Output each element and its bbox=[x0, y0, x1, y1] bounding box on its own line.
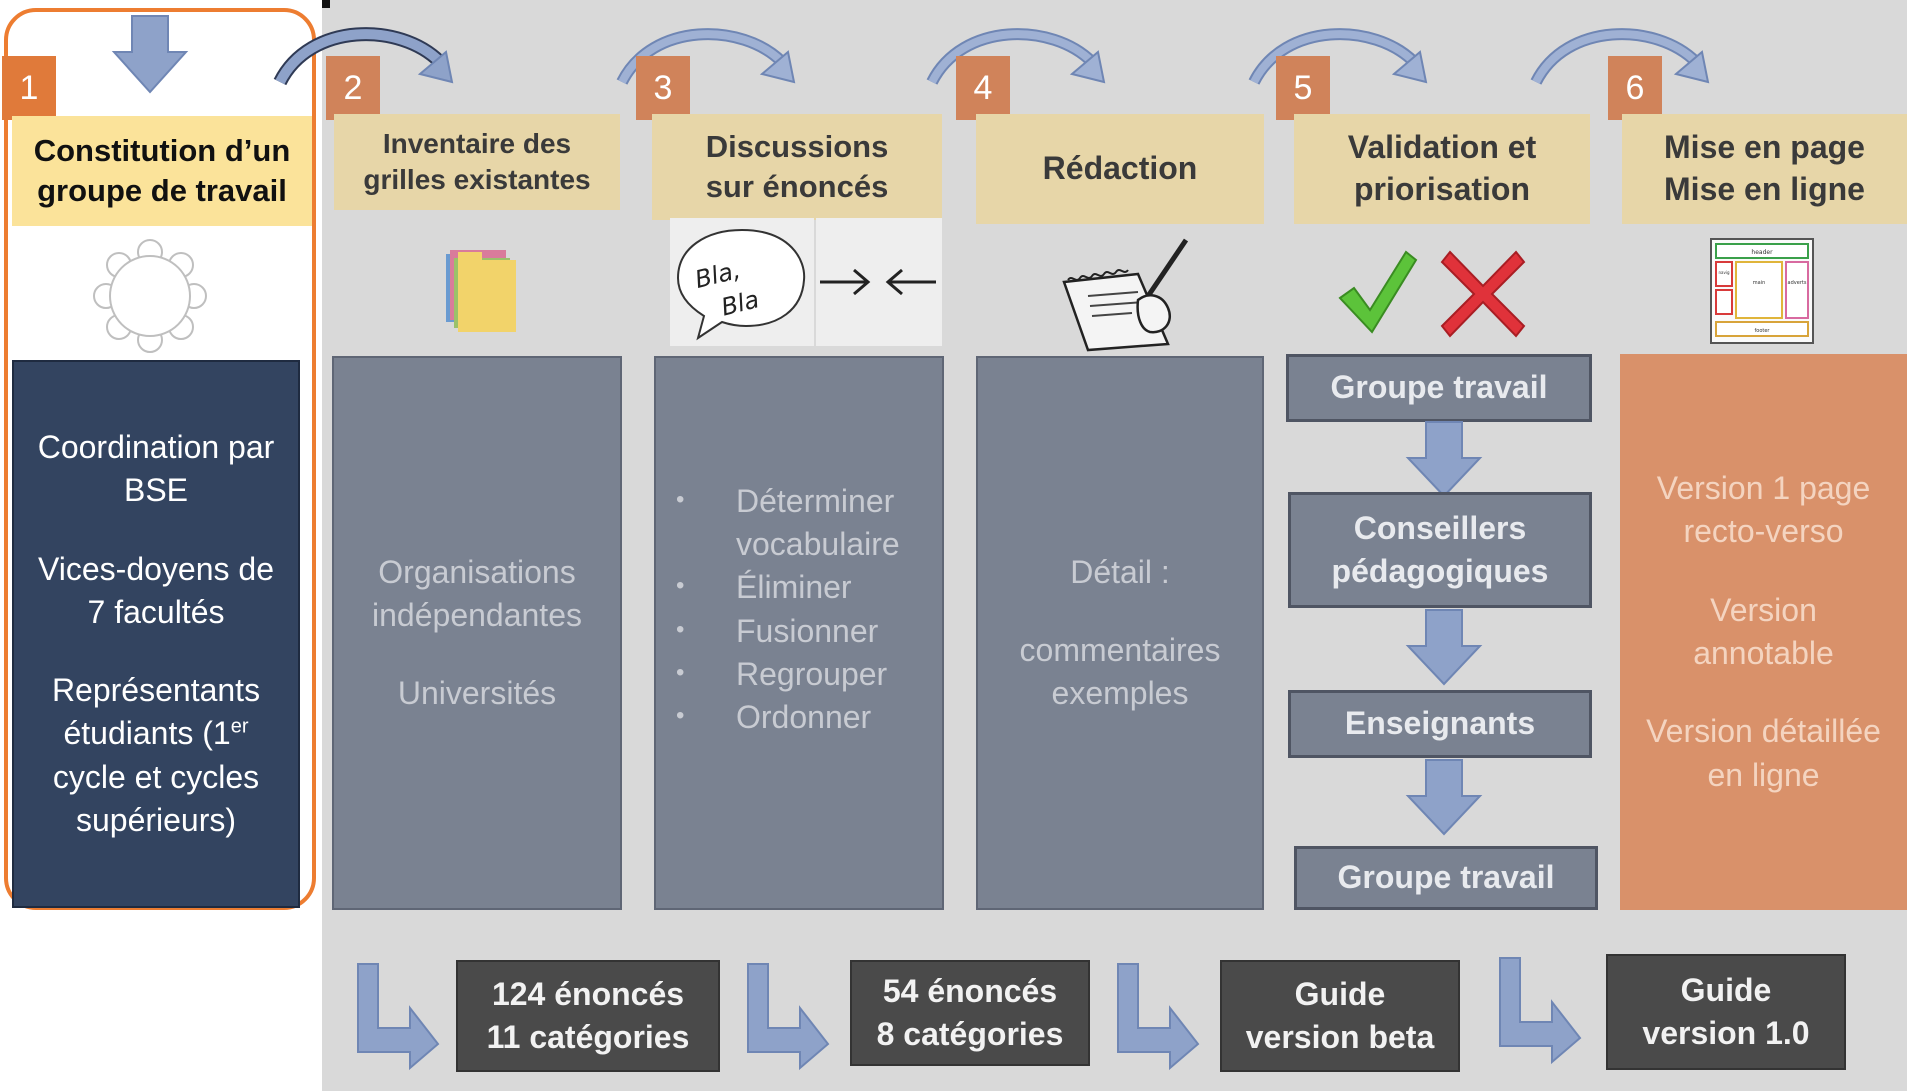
step3-number-badge: 3 bbox=[636, 56, 690, 120]
curved-arrow-icon bbox=[1530, 28, 1710, 85]
mockup-header-label: header bbox=[1751, 249, 1773, 256]
mockup-footer-label: footer bbox=[1755, 328, 1771, 334]
speech-bubble-icon: Bla, Bla bbox=[670, 218, 814, 346]
converging-arrows-icon bbox=[816, 218, 942, 346]
step4-panel: Détail : commentaires exemples bbox=[976, 356, 1264, 910]
bullet-item: Déterminer bbox=[656, 480, 942, 523]
bullet-item: Éliminer bbox=[656, 566, 942, 609]
bent-arrow-icon bbox=[1117, 963, 1200, 1071]
step1-number-badge: 1 bbox=[2, 56, 56, 120]
writing-hand-icon bbox=[1062, 238, 1189, 352]
mockup-left-label: navig bbox=[1718, 270, 1729, 275]
step2-panel: Organisations indépendantes Universités bbox=[332, 356, 622, 910]
curved-arrow-icon bbox=[926, 28, 1106, 85]
step1-highlight-frame bbox=[4, 8, 316, 910]
step1-panel: Coordination par BSE Vices-doyens de 7 f… bbox=[12, 360, 300, 908]
down-arrow-icon bbox=[111, 15, 189, 94]
bent-arrow-icon bbox=[747, 963, 830, 1071]
down-arrow-icon bbox=[1405, 609, 1483, 686]
step4-title: Rédaction bbox=[976, 114, 1264, 224]
step6-number-badge: 6 bbox=[1608, 56, 1662, 120]
round-table-icon bbox=[93, 239, 207, 353]
down-arrow-icon bbox=[1405, 421, 1483, 498]
folders-icon bbox=[446, 250, 516, 332]
bullet-item: Ordonner bbox=[656, 696, 942, 739]
bullet-item: Fusionner bbox=[656, 610, 942, 653]
mockup-main-label: main bbox=[1753, 280, 1766, 286]
check-icon bbox=[1338, 250, 1418, 334]
curved-arrow-icon bbox=[616, 28, 796, 85]
bent-arrow-icon bbox=[1499, 957, 1582, 1065]
bullet-item: Regrouper bbox=[656, 653, 942, 696]
down-arrow-icon bbox=[1405, 759, 1483, 836]
step3-panel: Déterminer vocabulaire Éliminer Fusionne… bbox=[654, 356, 944, 910]
curved-arrow-icon bbox=[1248, 28, 1428, 85]
step5-number-badge: 5 bbox=[1276, 56, 1330, 120]
mockup-right-label: adverts bbox=[1788, 280, 1807, 286]
flow-box-groupe-travail: Groupe travail bbox=[1286, 354, 1592, 422]
step6-panel: Version 1 page recto-verso Version annot… bbox=[1620, 354, 1907, 910]
step2-number-badge: 2 bbox=[326, 56, 380, 120]
bent-arrow-icon bbox=[357, 963, 440, 1071]
cross-icon bbox=[1440, 250, 1526, 338]
step4-number-badge: 4 bbox=[956, 56, 1010, 120]
curved-arrow-icon bbox=[273, 27, 454, 86]
page-layout-mockup-icon: header navig main adverts footer bbox=[1710, 238, 1814, 344]
flow-box-groupe-travail-final: Groupe travail bbox=[1294, 846, 1598, 910]
flow-box-enseignants: Enseignants bbox=[1288, 690, 1592, 758]
bullet-item: vocabulaire bbox=[736, 526, 900, 563]
